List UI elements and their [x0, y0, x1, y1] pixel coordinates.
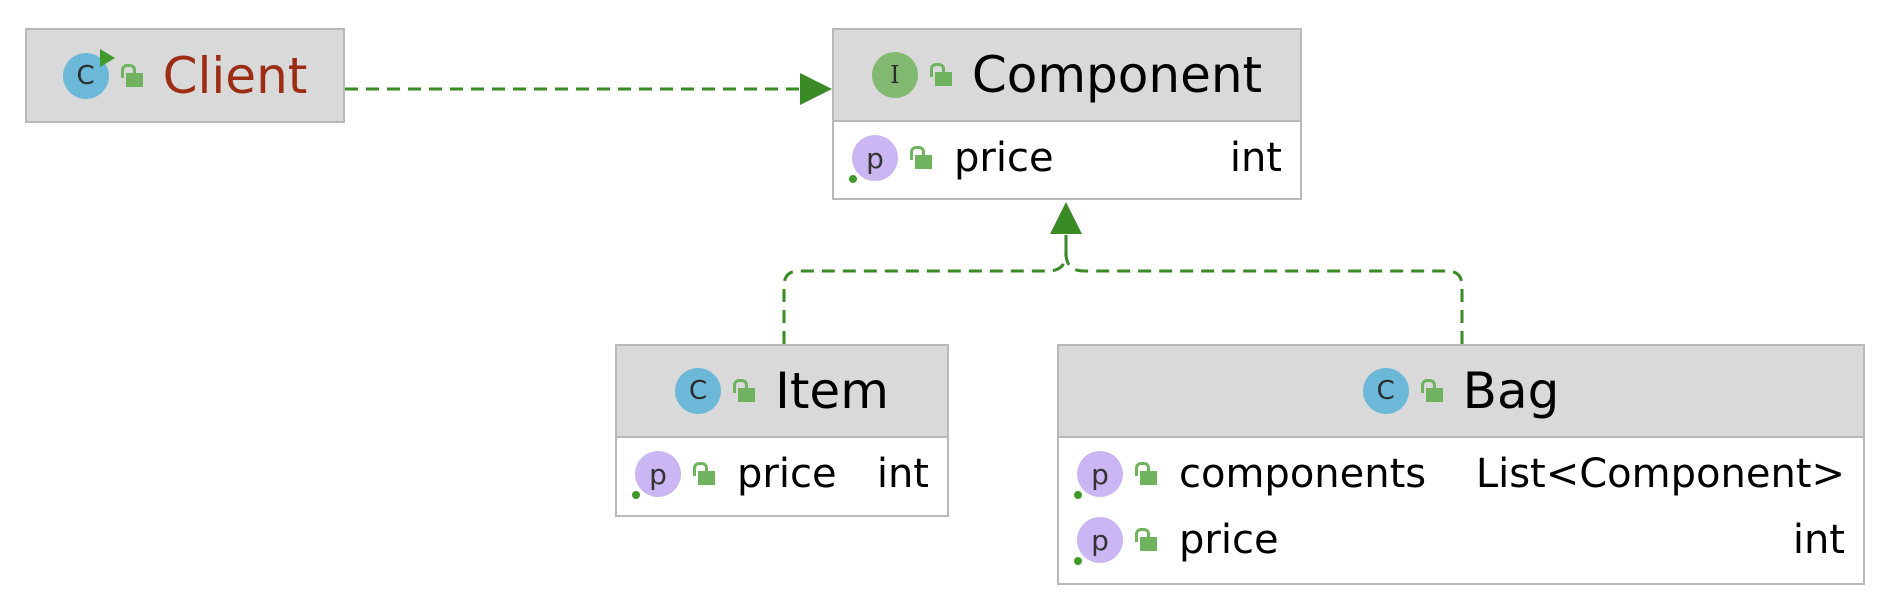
property-badge-letter: p: [1091, 457, 1109, 491]
property-badge-letter: p: [1091, 523, 1109, 557]
property-icon: p: [1074, 517, 1123, 565]
public-lock-icon: [1135, 528, 1157, 552]
field-type: int: [1229, 135, 1282, 181]
client-title: Client: [162, 46, 308, 105]
field-row[interactable]: p price int: [1059, 507, 1863, 573]
field-type: int: [1792, 517, 1845, 563]
component-interface-box[interactable]: I Component p price int: [832, 28, 1302, 200]
field-name: price: [1179, 517, 1279, 563]
client-badge-letter: C: [76, 60, 95, 91]
item-header: C Item: [617, 346, 947, 438]
bag-header: C Bag: [1059, 346, 1863, 438]
bag-class-box[interactable]: C Bag p components List<Component> p pri…: [1057, 344, 1865, 585]
client-header: C Client: [27, 30, 343, 121]
edge-realization-arrowhead: [1050, 202, 1082, 234]
public-lock-icon: [693, 462, 715, 486]
interface-icon: I: [871, 52, 918, 98]
property-dot: [1074, 491, 1082, 499]
component-badge-letter: I: [890, 61, 900, 89]
property-icon: p: [849, 135, 898, 183]
field-row[interactable]: p price int: [617, 441, 947, 507]
class-icon: C: [1362, 368, 1409, 414]
public-lock-icon: [120, 63, 143, 88]
edge-item-to-component: [782, 235, 1068, 344]
edge-client-to-component-arrowhead: [800, 73, 832, 105]
field-name: price: [737, 451, 837, 497]
component-fields: p price int: [834, 122, 1300, 194]
property-badge-letter: p: [866, 141, 884, 175]
field-type: int: [876, 451, 929, 497]
public-lock-icon: [1135, 462, 1157, 486]
field-name: components: [1179, 451, 1427, 497]
component-title: Component: [971, 46, 1263, 104]
property-dot: [632, 491, 640, 499]
bag-badge-letter: C: [1376, 376, 1395, 406]
public-lock-icon: [910, 146, 932, 170]
field-name: price: [954, 135, 1054, 181]
runnable-class-icon: C: [62, 48, 115, 99]
bag-fields: p components List<Component> p price int: [1059, 438, 1863, 576]
item-title: Item: [775, 362, 889, 420]
field-type: List<Component>: [1475, 451, 1845, 497]
property-dot: [849, 175, 857, 183]
public-lock-icon: [929, 63, 952, 87]
field-row[interactable]: p price int: [834, 125, 1300, 191]
field-row[interactable]: p components List<Component>: [1059, 441, 1863, 507]
item-fields: p price int: [617, 438, 947, 510]
property-icon: p: [1074, 451, 1123, 499]
public-lock-icon: [1420, 379, 1443, 403]
property-badge-letter: p: [649, 457, 667, 491]
edge-bag-to-component: [1064, 235, 1464, 344]
public-lock-icon: [733, 379, 756, 403]
run-marker-icon: [99, 48, 115, 67]
property-icon: p: [632, 451, 681, 499]
bag-title: Bag: [1462, 362, 1560, 420]
class-icon: C: [675, 368, 722, 414]
component-header: I Component: [834, 30, 1300, 122]
property-dot: [1074, 557, 1082, 565]
item-class-box[interactable]: C Item p price int: [615, 344, 949, 517]
client-class-box[interactable]: C Client: [25, 28, 345, 123]
item-badge-letter: C: [689, 376, 708, 406]
